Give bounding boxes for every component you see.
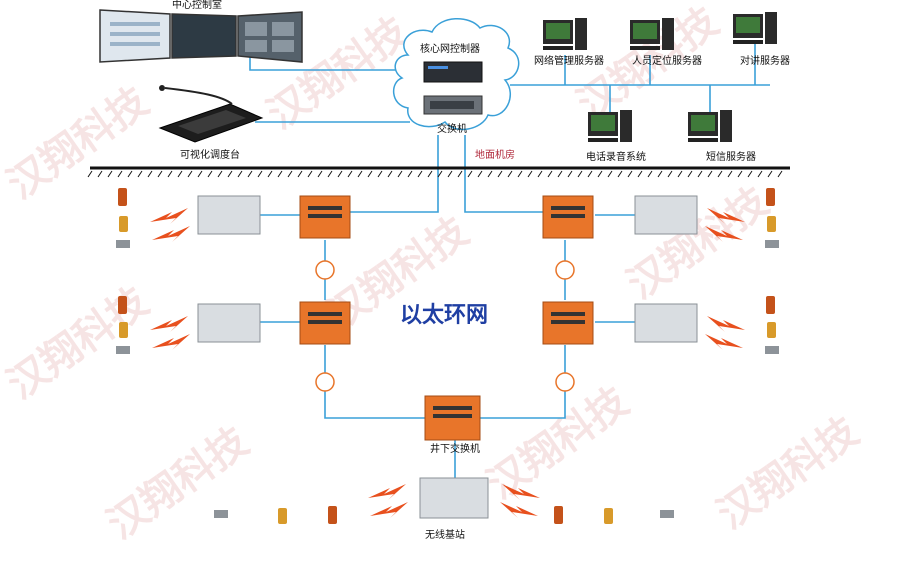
- fiber-couplers: [315, 260, 575, 392]
- servers: 网络管理服务器 人员定位服务器 对讲服务器 电话录音系统: [534, 12, 790, 163]
- positioning-server-icon: [630, 18, 674, 50]
- handset-icon-l2: [118, 296, 127, 314]
- watermark-9: 汉翔科技: [709, 409, 866, 538]
- signal-bolt-icon-l2b: [152, 334, 190, 350]
- camera-icon-b1: [214, 510, 228, 518]
- watermark-1: 汉翔科技: [0, 79, 157, 208]
- base-station-left-2: [197, 303, 261, 343]
- ring-switch-right-1: [542, 195, 594, 239]
- signal-bolt-icon-b1: [368, 484, 406, 500]
- camera-icon-b2: [660, 510, 674, 518]
- label-recording-system: 电话录音系统: [586, 150, 646, 163]
- label-control-room: 中心控制室: [172, 0, 222, 11]
- link-down-right: [464, 135, 545, 213]
- tag-icon-r2: [767, 322, 776, 338]
- handset-icon-b2: [554, 506, 563, 524]
- camera-icon-l2: [116, 346, 130, 354]
- label-network-server: 网络管理服务器: [534, 54, 604, 67]
- ring-switch-right-2: [542, 301, 594, 345]
- network-server-icon: [543, 18, 587, 50]
- base-station-enclosures: [197, 195, 698, 519]
- tag-icon-b2: [604, 508, 613, 524]
- fiber-coupler-icon-4: [555, 372, 575, 392]
- wireless-signals: [150, 208, 745, 518]
- label-core-controller: 核心网控制器: [420, 42, 480, 55]
- fiber-coupler-icon-3: [315, 372, 335, 392]
- tag-icon-r1: [767, 216, 776, 232]
- tag-icon-l1: [119, 216, 128, 232]
- underground-switch: [424, 395, 481, 441]
- handset-icon-b1: [328, 506, 337, 524]
- signal-bolt-icon-b4: [500, 502, 538, 518]
- ring-switch-left-1: [299, 195, 351, 239]
- label-dispatch-console: 可视化调度台: [180, 148, 240, 161]
- watermark-8: 汉翔科技: [479, 379, 636, 508]
- signal-bolt-icon-r2b: [705, 334, 743, 350]
- core-controller-device: [423, 61, 483, 83]
- core-cloud: 核心网控制器 交换机: [393, 17, 520, 135]
- label-positioning-server: 人员定位服务器: [632, 54, 702, 67]
- link-down-left: [350, 135, 439, 213]
- base-station-left-1: [197, 195, 261, 235]
- label-underground-switch: 井下交换机: [430, 442, 480, 455]
- link-left-bottom: [324, 345, 425, 419]
- signal-bolt-icon-l2a: [150, 316, 188, 332]
- base-station-right-1: [634, 195, 698, 235]
- ring-switch-left-2: [299, 301, 351, 345]
- screen-3: [237, 11, 303, 63]
- camera-icon-r2: [765, 346, 779, 354]
- signal-bolt-icon-r2a: [707, 316, 745, 332]
- base-station-bottom: [419, 477, 489, 519]
- handset-icon-r1: [766, 188, 775, 206]
- label-base-station: 无线基站: [425, 528, 465, 541]
- fiber-coupler-icon-1: [315, 260, 335, 280]
- fiber-coupler-icon-2: [555, 260, 575, 280]
- link-right-bottom: [480, 345, 566, 419]
- handset-icon-l1: [118, 188, 127, 206]
- signal-bolt-icon-l1b: [152, 226, 190, 242]
- camera-icon-r1: [765, 240, 779, 248]
- tag-icon-b1: [278, 508, 287, 524]
- signal-bolt-icon-r1b: [705, 226, 743, 242]
- intercom-server-icon: [733, 12, 777, 44]
- ring-switches: 井下交换机: [299, 195, 594, 455]
- link-control-room: [249, 55, 410, 71]
- recording-system-icon: [588, 110, 632, 142]
- signal-bolt-icon-l1a: [150, 208, 188, 224]
- terminal-devices: [116, 188, 779, 524]
- label-sms-server: 短信服务器: [706, 150, 756, 163]
- screen-2: [171, 13, 237, 59]
- watermark-7: 汉翔科技: [99, 419, 256, 548]
- signal-bolt-icon-b2: [370, 502, 408, 518]
- dispatch-console: 可视化调度台: [158, 85, 264, 161]
- signal-bolt-icon-r1a: [707, 208, 745, 224]
- camera-icon-l1: [116, 240, 130, 248]
- control-room-screens: 中心控制室: [99, 0, 303, 63]
- signal-bolt-icon-b3: [502, 484, 540, 500]
- label-intercom-server: 对讲服务器: [740, 54, 790, 67]
- tag-icon-l2: [119, 322, 128, 338]
- label-ground-room: 地面机房: [475, 148, 515, 161]
- watermark-4: 汉翔科技: [0, 279, 157, 408]
- sms-server-icon: [688, 110, 732, 142]
- base-station-right-2: [634, 303, 698, 343]
- label-switch: 交换机: [437, 122, 467, 135]
- label-ring-network: 以太环网: [400, 303, 488, 328]
- ground-line: [87, 166, 790, 178]
- handset-icon-r2: [766, 296, 775, 314]
- connections: [249, 42, 770, 478]
